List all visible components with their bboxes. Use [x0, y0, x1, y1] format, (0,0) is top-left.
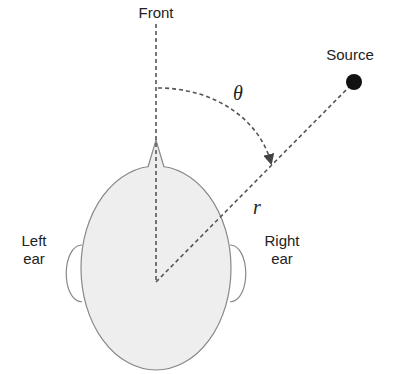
distance-symbol: r [248, 198, 266, 216]
direction-label: Front [134, 4, 178, 22]
source-label: Source [320, 46, 380, 64]
ear-label: Right ear [258, 232, 306, 268]
ear-label: Left ear [12, 232, 56, 268]
angle-symbol: θ [226, 84, 250, 102]
